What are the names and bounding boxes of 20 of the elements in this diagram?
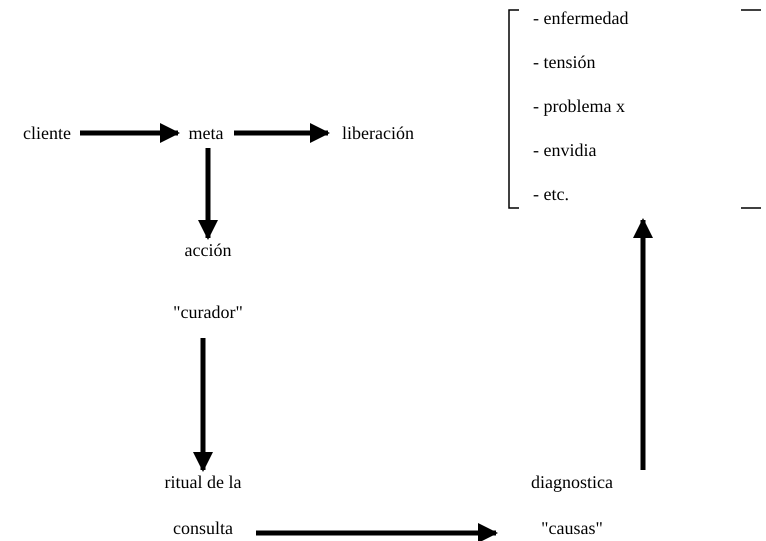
node-label: consulta xyxy=(173,517,233,540)
list-item: - enfermedad xyxy=(533,7,628,30)
node-label: "causas" xyxy=(541,517,603,540)
node-label: diagnostica xyxy=(531,471,613,494)
node-label: acción xyxy=(184,239,232,262)
list-item: - problema x xyxy=(533,95,626,118)
arrow xyxy=(198,148,218,240)
node-label: meta xyxy=(188,122,224,145)
node-label: liberación xyxy=(342,122,414,145)
list-item: - tensión xyxy=(533,51,596,74)
arrow xyxy=(193,338,213,472)
arrow xyxy=(80,123,180,143)
node-label: ritual de la xyxy=(164,471,242,494)
node-label: "curador" xyxy=(173,301,243,324)
arrow xyxy=(234,123,330,143)
arrow xyxy=(256,523,498,541)
arrow xyxy=(633,218,653,470)
list-item: - etc. xyxy=(533,183,570,206)
node-label: cliente xyxy=(23,122,71,145)
list-item: - envidia xyxy=(533,139,598,162)
